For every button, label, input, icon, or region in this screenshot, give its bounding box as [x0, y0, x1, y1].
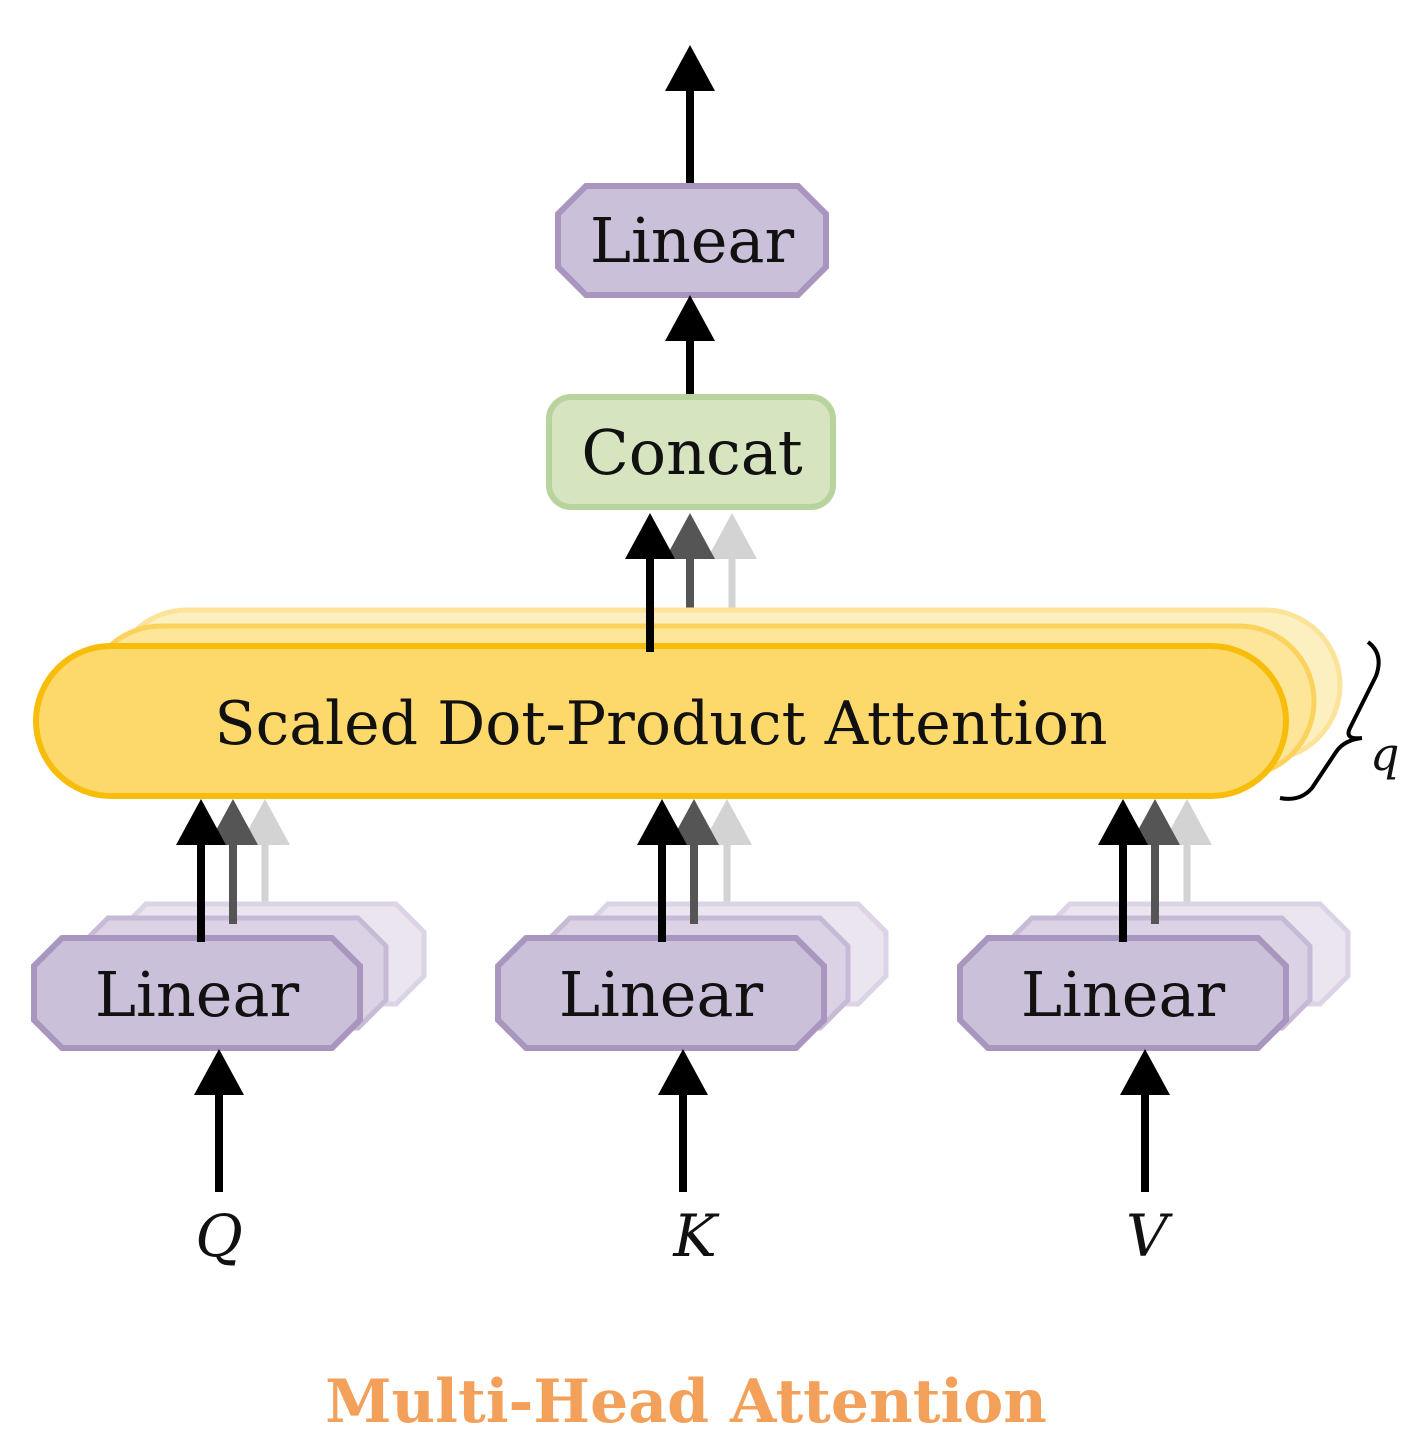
concat-label: Concat: [581, 416, 802, 489]
projection-k: Linear K: [495, 799, 889, 1270]
q-input-label: Q: [195, 1202, 243, 1270]
projection-v: Linear V: [957, 799, 1351, 1270]
heads-brace: [1279, 640, 1381, 801]
v-linear-box: [957, 935, 1289, 1051]
projection-q: Linear Q: [31, 799, 427, 1270]
output-linear-box: Linear: [555, 183, 829, 298]
attention-label: Scaled Dot-Product Attention: [215, 689, 1108, 759]
v-linear-label: Linear: [1021, 958, 1226, 1031]
attention-stack: Scaled Dot-Product Attention: [33, 607, 1343, 799]
output-linear-label: Linear: [590, 204, 795, 277]
concat-box: Concat: [546, 394, 836, 510]
k-input-label: K: [672, 1202, 720, 1270]
k-linear-label: Linear: [559, 958, 764, 1031]
diagram-title: Multi-Head Attention: [325, 1367, 1047, 1437]
q-linear-box: [31, 935, 363, 1051]
k-linear-box: [495, 935, 827, 1051]
attention-block: [33, 643, 1289, 799]
heads-count-symbol: q: [1370, 727, 1399, 781]
v-input-label: V: [1126, 1202, 1173, 1270]
q-linear-label: Linear: [95, 958, 300, 1031]
